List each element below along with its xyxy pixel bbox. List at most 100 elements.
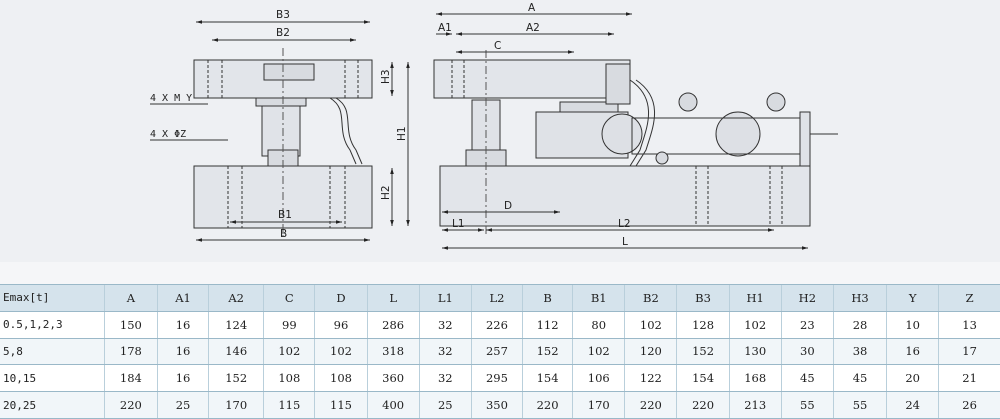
table-cell: 45: [780, 364, 834, 393]
label-4xmy: 4 X M Y: [150, 93, 192, 104]
table-cell: 286: [366, 311, 420, 339]
table-cell: 350: [470, 391, 523, 419]
label-h1: H1: [396, 126, 408, 141]
cell-emax: 20,25: [0, 391, 105, 419]
table-cell: 102: [624, 311, 677, 339]
cell-emax: 0.5,1,2,3: [0, 311, 105, 339]
table-cell: 55: [780, 391, 834, 419]
table-cell: 21: [938, 364, 1000, 393]
header-y: Y: [886, 284, 939, 312]
header-h2: H2: [780, 284, 834, 312]
table-cell: 99: [263, 311, 315, 339]
label-h2: H2: [380, 185, 392, 200]
header-l1: L1: [418, 284, 472, 312]
table-cell: 102: [572, 338, 625, 366]
base-plate-front: [439, 165, 811, 227]
table-cell: 102: [314, 338, 368, 366]
table-cell: 178: [103, 338, 158, 366]
label-b1: B1: [278, 209, 292, 221]
load-cell-side: [261, 105, 301, 157]
label-a1: A1: [438, 22, 452, 34]
table-cell: 23: [780, 311, 834, 339]
table-cell: 25: [156, 391, 209, 419]
table-cell: 257: [470, 338, 523, 366]
label-l1: L1: [452, 218, 465, 230]
table-header-row: Emax[t] A A1 A2 C D L L1 L2 B B1 B2 B3 H…: [0, 284, 1000, 312]
top-plate-front: [433, 59, 631, 99]
table-cell: 124: [208, 311, 264, 339]
table-cell: 184: [103, 364, 158, 393]
table-cell: 152: [676, 338, 730, 366]
table-cell: 154: [522, 364, 573, 393]
table-cell: 318: [366, 338, 420, 366]
table-cell: 128: [676, 311, 730, 339]
header-b2: B2: [624, 284, 677, 312]
table-cell: 38: [832, 338, 887, 366]
dimensions-table-container: Emax[t] A A1 A2 C D L L1 L2 B B1 B2 B3 H…: [0, 284, 1000, 419]
header-d: D: [314, 284, 368, 312]
header-h3: H3: [832, 284, 887, 312]
header-l: L: [366, 284, 420, 312]
table-cell: 152: [522, 338, 573, 366]
header-a1: A1: [156, 284, 209, 312]
table-cell: 360: [366, 364, 420, 393]
cell-emax: 10,15: [0, 364, 105, 393]
label-l2: L2: [618, 218, 631, 230]
label-b: B: [280, 228, 287, 240]
table-cell: 32: [418, 311, 472, 339]
table-cell: 26: [938, 391, 1000, 419]
header-a2: A2: [208, 284, 264, 312]
label-a: A: [528, 2, 536, 14]
table-cell: 28: [832, 311, 887, 339]
table-cell: 16: [156, 311, 209, 339]
table-cell: 115: [314, 391, 368, 419]
table-cell: 108: [314, 364, 368, 393]
table-cell: 122: [624, 364, 677, 393]
table-cell: 10: [886, 311, 939, 339]
table-cell: 170: [572, 391, 625, 419]
header-l2: L2: [470, 284, 523, 312]
table-cell: 96: [314, 311, 368, 339]
table-cell: 130: [728, 338, 782, 366]
table-cell: 220: [522, 391, 573, 419]
table-cell: 295: [470, 364, 523, 393]
table-cell: 120: [624, 338, 677, 366]
cell-emax: 5,8: [0, 338, 105, 366]
label-c: C: [494, 40, 501, 52]
table-cell: 168: [728, 364, 782, 393]
table-cell: 112: [522, 311, 573, 339]
table-cell: 102: [263, 338, 315, 366]
table-cell: 146: [208, 338, 264, 366]
table-cell: 32: [418, 338, 472, 366]
table-cell: 150: [103, 311, 158, 339]
table-cell: 80: [572, 311, 625, 339]
table-cell: 400: [366, 391, 420, 419]
table-cell: 30: [780, 338, 834, 366]
header-b: B: [522, 284, 573, 312]
header-h1: H1: [728, 284, 782, 312]
table-cell: 25: [418, 391, 472, 419]
label-b2: B2: [276, 27, 290, 39]
header-emax: Emax[t]: [0, 284, 105, 312]
label-b3: B3: [276, 9, 290, 21]
dimensions-table: Emax[t] A A1 A2 C D L L1 L2 B B1 B2 B3 H…: [0, 284, 1000, 419]
table-cell: 220: [624, 391, 677, 419]
table-cell: 16: [156, 364, 209, 393]
table-cell: 170: [208, 391, 264, 419]
table-cell: 108: [263, 364, 315, 393]
table-cell: 17: [938, 338, 1000, 366]
table-cell: 152: [208, 364, 264, 393]
table-cell: 45: [832, 364, 887, 393]
table-cell: 115: [263, 391, 315, 419]
table-cell: 102: [728, 311, 782, 339]
header-a: A: [103, 284, 158, 312]
label-h3: H3: [380, 69, 392, 84]
table-cell: 24: [886, 391, 939, 419]
header-b1: B1: [572, 284, 625, 312]
table-cell: 13: [938, 311, 1000, 339]
header-b3: B3: [676, 284, 730, 312]
